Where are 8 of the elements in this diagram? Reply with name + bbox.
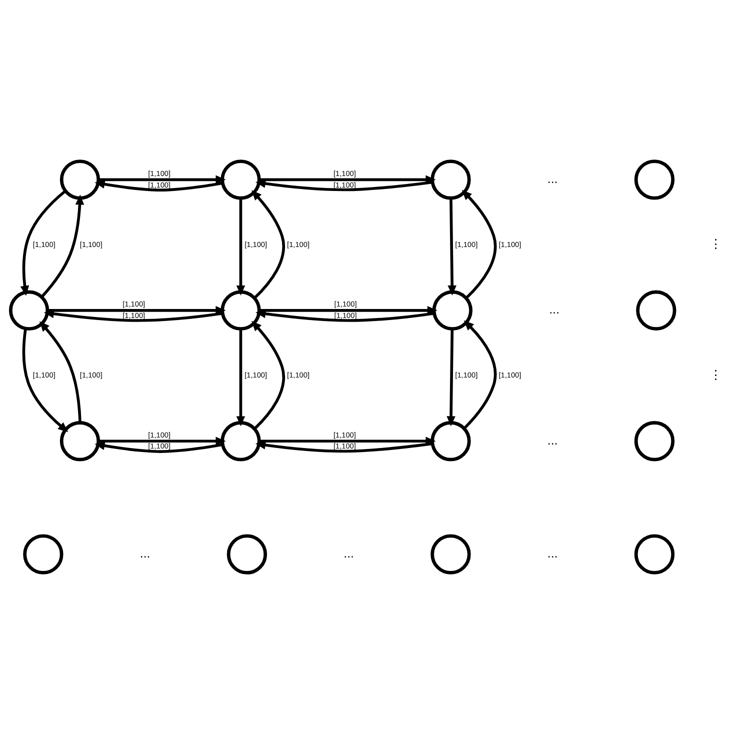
label: ⋮ bbox=[710, 368, 722, 382]
label: ... bbox=[547, 172, 558, 186]
label: ... bbox=[549, 302, 560, 317]
label: ⋮ bbox=[710, 237, 722, 252]
label: ... bbox=[344, 546, 354, 561]
label: ... bbox=[547, 546, 558, 561]
label: ... bbox=[547, 433, 558, 448]
label: ... bbox=[140, 546, 150, 561]
